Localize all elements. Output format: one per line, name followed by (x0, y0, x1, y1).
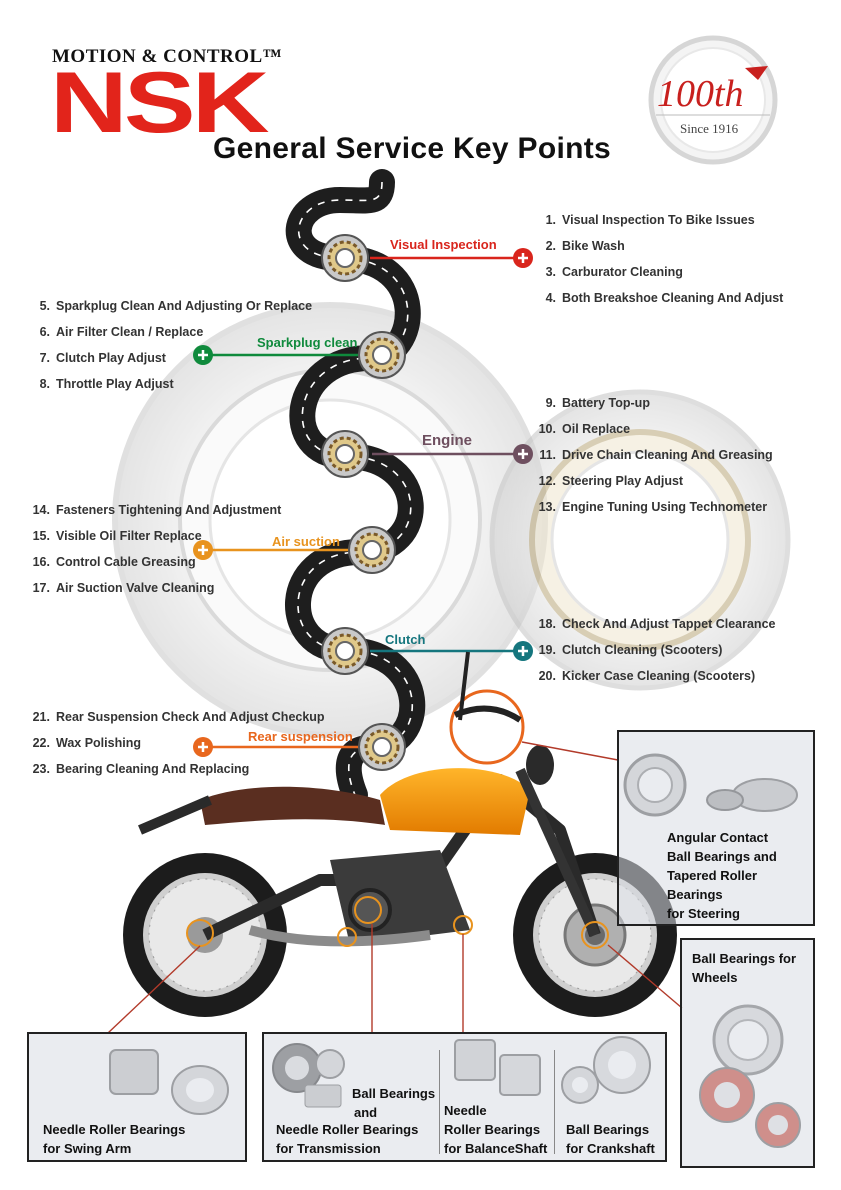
panel-caption: Ball Bearings and (352, 1086, 436, 1120)
service-list-5: 18.Check And Adjust Tappet Clearance 19.… (530, 611, 776, 689)
service-list-6: 21.Rear Suspension Check And Adjust Chec… (24, 704, 325, 782)
panel-caption: Angular Contact Ball Bearings and Tapere… (667, 830, 777, 921)
panel-caption: Ball Bearings for Crankshaft (566, 1122, 655, 1156)
list-item: 9.Battery Top-up (545, 396, 650, 410)
service-list-2: 5.Sparkplug Clean And Adjusting Or Repla… (24, 293, 313, 397)
bearing-icon (348, 526, 396, 574)
list-item: 10.Oil Replace (538, 422, 631, 436)
plus-icon[interactable] (513, 641, 533, 661)
list-item: 19.Clutch Cleaning (Scooters) (538, 643, 723, 657)
bearing-icon (358, 723, 406, 771)
panel-swing-arm: Needle Roller Bearings for Swing Arm (27, 1032, 247, 1162)
bearing-icon (358, 331, 406, 379)
list-item: 4.Both Breakshoe Cleaning And Adjust (545, 291, 784, 305)
service-list-3: 9.Battery Top-up 10.Oil Replace 11.Drive… (530, 390, 773, 520)
service-list-4: 14.Fasteners Tightening And Adjustment 1… (24, 497, 282, 601)
plus-icon[interactable] (193, 737, 213, 757)
list-item: 22.Wax Polishing (32, 736, 141, 750)
bearing-icon (321, 430, 369, 478)
plus-icon[interactable] (193, 345, 213, 365)
divider (439, 1050, 440, 1154)
brand-tagline: MOTION & CONTROL™ (52, 46, 283, 67)
stage-label-sparkplug: Sparkplug clean (257, 335, 358, 350)
list-item: 20.Kicker Case Cleaning (Scooters) (538, 669, 756, 683)
list-item: 1.Visual Inspection To Bike Issues (545, 213, 755, 227)
panel-wheels: Ball Bearings for Wheels (680, 938, 815, 1168)
panel-caption: Needle Roller Bearings for BalanceShaft (444, 1103, 548, 1156)
list-item: 12.Steering Play Adjust (538, 474, 684, 488)
stage-label-rear-suspension: Rear suspension (248, 729, 353, 744)
callout-lines (107, 741, 683, 1034)
panel-transmission-group: Ball Bearings and Needle Roller Bearings… (262, 1032, 667, 1162)
list-item: 15.Visible Oil Filter Replace (32, 529, 202, 543)
centenary-badge (648, 35, 778, 165)
list-item: 6.Air Filter Clean / Replace (39, 325, 204, 339)
list-item: 2.Bike Wash (545, 239, 625, 253)
service-list-1: 1.Visual Inspection To Bike Issues 2.Bik… (530, 207, 784, 311)
list-item: 11.Drive Chain Cleaning And Greasing (539, 448, 773, 462)
plus-icon[interactable] (193, 540, 213, 560)
stage-label-air-suction: Air suction (272, 534, 340, 549)
bearing-icon (321, 234, 369, 282)
list-item: 21.Rear Suspension Check And Adjust Chec… (32, 710, 325, 724)
motorcycle-icon (123, 651, 677, 1017)
bearing-icon (321, 627, 369, 675)
badge-since: Since 1916 (680, 121, 739, 136)
list-item: 14.Fasteners Tightening And Adjustment (32, 503, 282, 517)
list-item: 23.Bearing Cleaning And Replacing (32, 762, 250, 776)
page-title: General Service Key Points (213, 132, 611, 165)
stage-label-clutch: Clutch (385, 632, 426, 647)
panel-caption: Needle Roller Bearings for Transmission (276, 1122, 419, 1156)
panel-caption: Needle Roller Bearings for Swing Arm (43, 1122, 186, 1156)
background-bearing-right (489, 389, 791, 691)
panel-caption: Ball Bearings for Wheels (692, 951, 797, 985)
brand-logo: NSK (50, 55, 269, 151)
divider (554, 1050, 555, 1154)
list-item: 13.Engine Tuning Using Technometer (538, 500, 768, 514)
plus-icon[interactable] (513, 444, 533, 464)
list-item: 5.Sparkplug Clean And Adjusting Or Repla… (39, 299, 313, 313)
stage-label-engine: Engine (422, 432, 473, 449)
list-item: 7.Clutch Play Adjust (39, 351, 166, 365)
list-item: 8.Throttle Play Adjust (39, 377, 174, 391)
list-item: 3.Carburator Cleaning (545, 265, 683, 279)
badge-number: 100th (657, 73, 744, 115)
background-bearing-large (112, 302, 548, 738)
list-item: 18.Check And Adjust Tappet Clearance (538, 617, 776, 631)
list-item: 16.Control Cable Greasing (32, 555, 196, 569)
stage-label-visual-inspection: Visual Inspection (390, 237, 497, 252)
list-item: 17.Air Suction Valve Cleaning (32, 581, 215, 595)
plus-icon[interactable] (513, 248, 533, 268)
panel-steering: Angular Contact Ball Bearings and Tapere… (617, 730, 815, 926)
